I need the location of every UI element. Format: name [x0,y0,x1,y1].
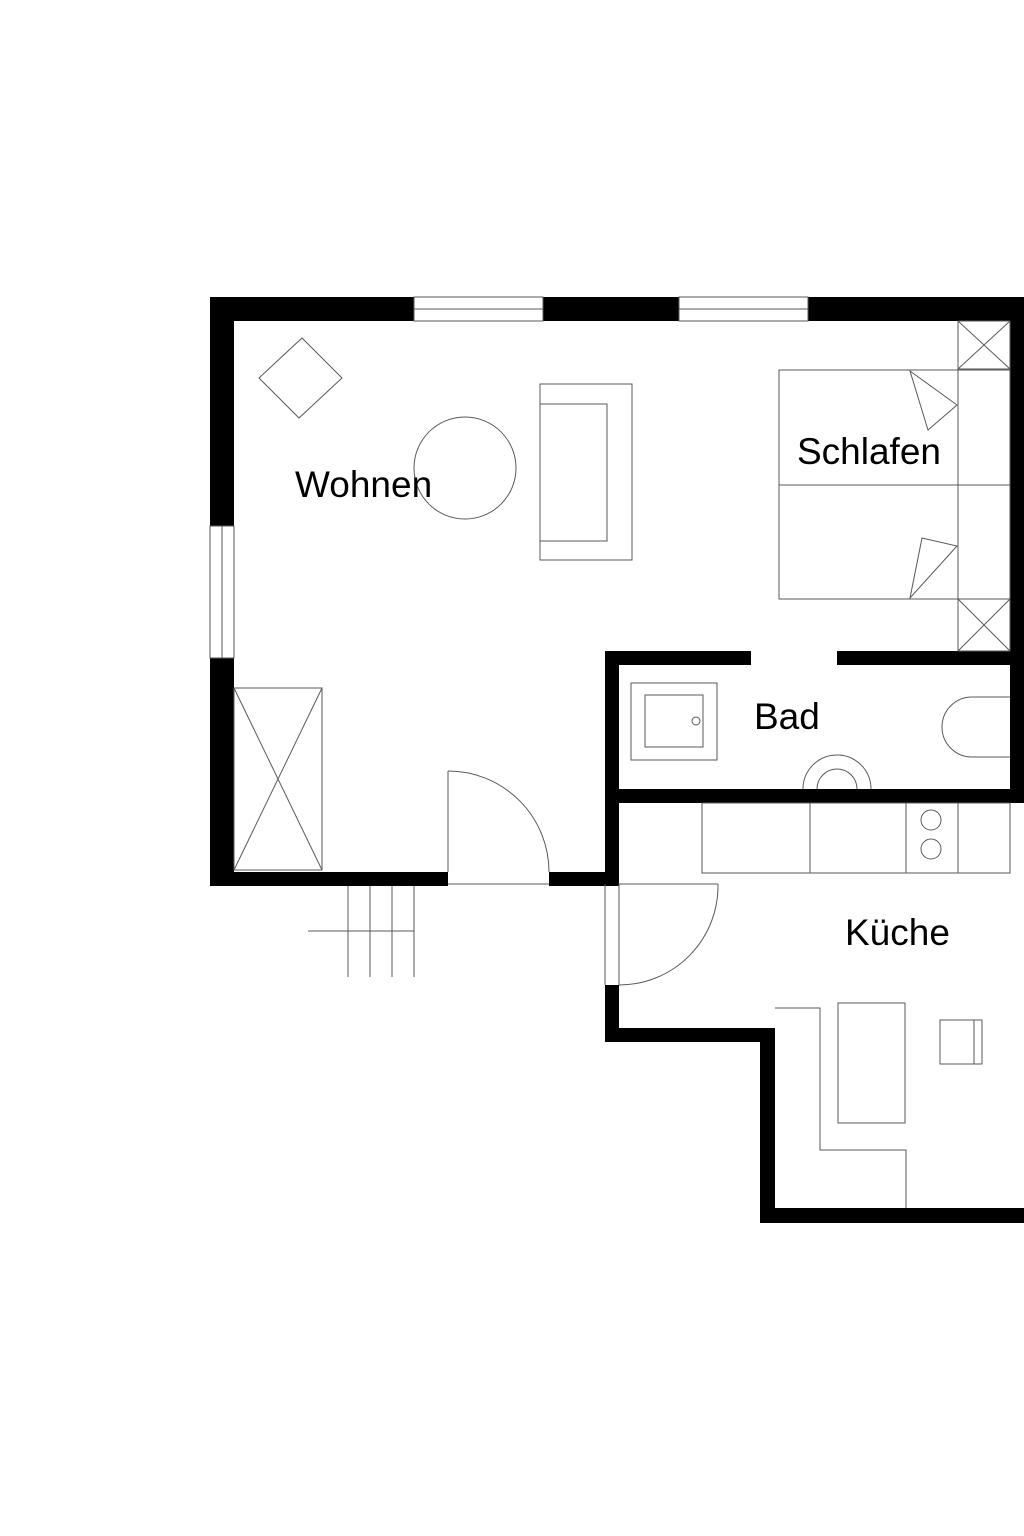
room-label-kitchen: Küche [845,912,950,953]
double-bed [778,369,1011,600]
armchair [258,337,343,419]
wall-bath-top-left [605,651,751,665]
wall-bath-left [605,651,619,886]
toilet [941,696,1010,758]
room-label-living: Wohnen [295,464,432,505]
nightstand-top [957,320,1011,370]
wall-left-upper [210,297,234,526]
dining-table [837,1002,906,1124]
room-label-bedroom: Schlafen [797,431,941,472]
wall-top-left [210,297,414,321]
wall-kitchen-step [605,1028,775,1042]
windows [209,296,809,659]
stove-hotplates [920,809,942,860]
wall-kitchen-left [605,985,619,1041]
sofa [539,383,633,561]
wash-basin [802,754,872,790]
wall-living-bottom-right [549,872,617,886]
entrance-steps [308,886,415,977]
wall-bath-bottom [605,789,1024,803]
walls [210,297,1024,1223]
kitchen-counter [701,802,1011,874]
room-label-bathroom: Bad [754,696,820,737]
wall-top-middle [543,297,679,321]
shower-tray [630,682,718,761]
chair [939,1019,983,1065]
kitchen-door [604,883,719,986]
wall-top-right [808,297,1024,321]
nightstand-bottom [957,598,1011,652]
window-top-right [678,296,809,322]
wall-right [1010,297,1024,802]
round-table [413,416,517,520]
wall-living-bottom-left [210,872,448,886]
entrance-door [447,770,550,885]
window-left [209,525,235,659]
wall-left-lower [210,658,234,886]
wall-kitchen-inner-left [760,1028,775,1223]
corner-bench [775,1007,907,1208]
window-top-left [413,296,544,322]
wall-bath-top-right [837,651,1024,665]
wardrobe [233,687,323,871]
wall-kitchen-bottom [760,1208,1024,1223]
